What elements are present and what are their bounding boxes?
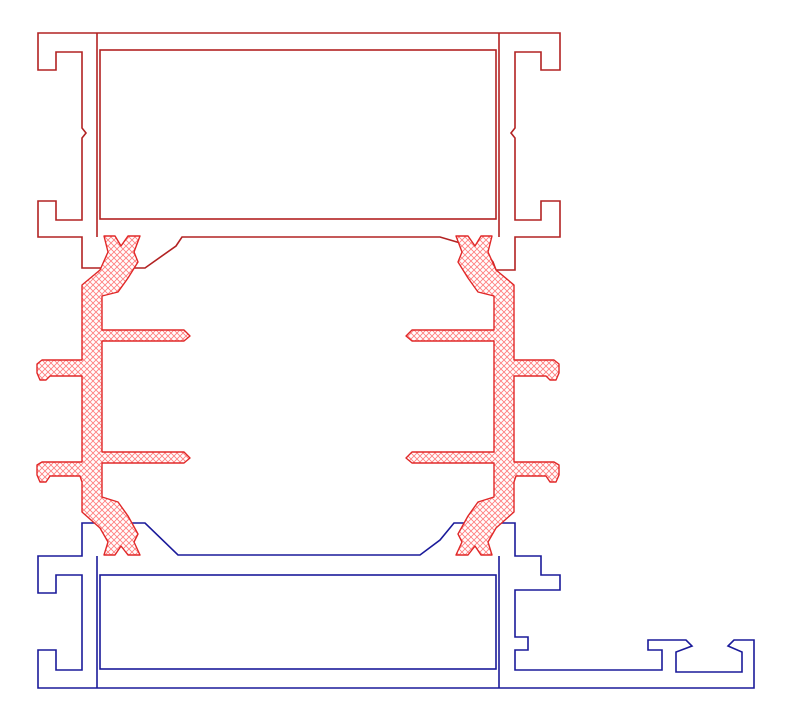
upper-profile-hollow-chamber xyxy=(99,49,497,220)
lower-profile-outline xyxy=(37,522,755,689)
polyamide-thermal-break xyxy=(36,235,560,556)
upper-profile-outline xyxy=(37,32,561,271)
lower-aluminium-profile xyxy=(37,522,755,689)
thermal-break-right-strip xyxy=(405,235,560,556)
lower-profile-hollow-chamber xyxy=(99,574,497,670)
upper-aluminium-profile xyxy=(37,32,561,271)
thermal-break-left-strip xyxy=(36,235,191,556)
